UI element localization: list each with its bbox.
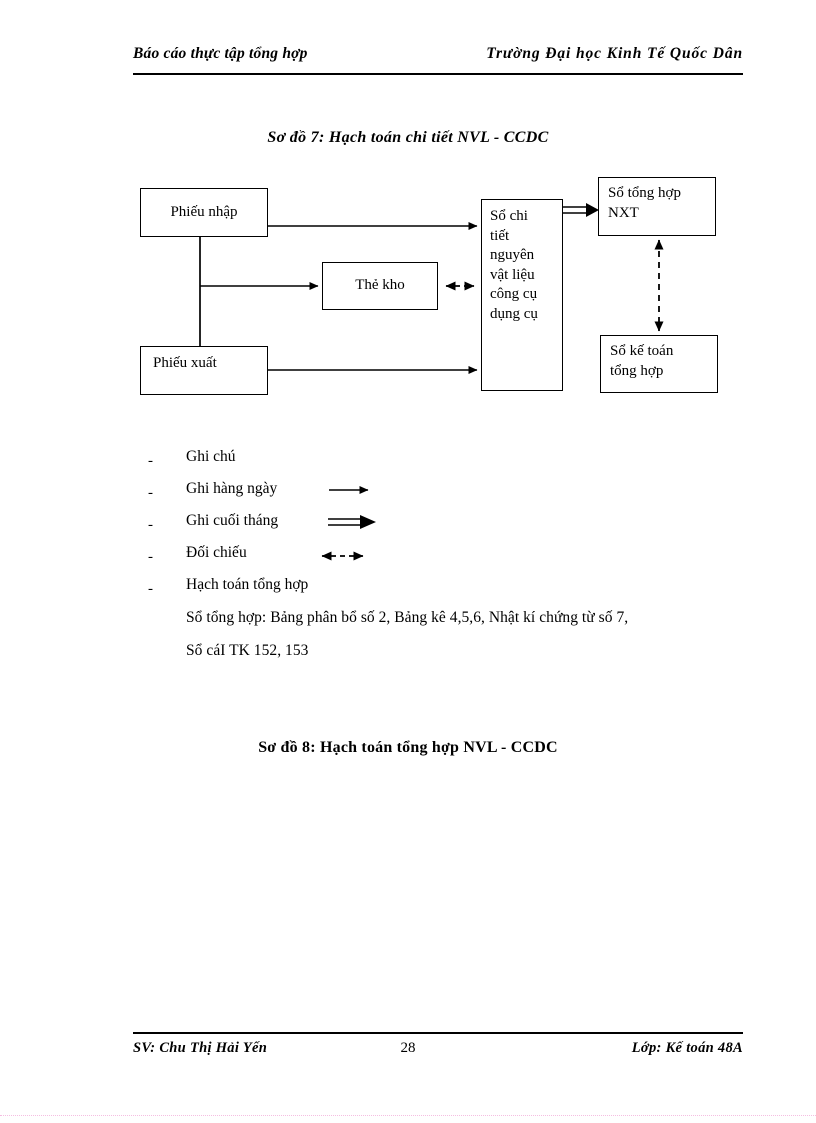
legend-item-label: Hạch toán tổng hợp [186,576,309,593]
diagram-box-phieu-nhap: Phiếu nhập [140,188,268,237]
header-right-text: Trường Đại học Kinh Tế Quốc Dân [486,45,743,62]
legend-item-ghi-hang-ngay: - Ghi hàng ngày [148,480,768,512]
legend-note-line-1: Sổ tổng hợp: Bảng phân bổ số 2, Bảng kê … [186,609,629,626]
legend-item-label: Ghi hàng ngày [186,480,278,497]
legend-item-hach-toan-tong-hop: - Hạch toán tổng hợp [148,576,768,608]
footer-class-name: Lớp: Kế toán 48A [631,1040,743,1056]
legend-item-ghi-chu: - Ghi chú [148,448,768,480]
legend-note-line-2: Sổ cáI TK 152, 153 [186,642,309,659]
header-left-text: Báo cáo thực tập tổng hợp [133,45,308,62]
legend-bullet: - [148,453,153,469]
diagram-box-so-ke-toan-tong-hop: Sổ kế toán tổng hợp [600,335,718,393]
diagram-legend: - Ghi chú - Ghi hàng ngày - Ghi cuối thá… [148,448,768,659]
footer-student-name: SV: Chu Thị Hải Yến [133,1040,268,1056]
diagram-box-so-tong-hop-nxt-label: Sổ tổng hợp NXT [608,185,681,221]
legend-item-label: Ghi cuối tháng [186,512,279,529]
scan-edge-artifact [0,1115,816,1118]
diagram-8-title: Sơ đồ 8: Hạch toán tổng hợp NVL - CCDC [258,739,558,756]
legend-item-doi-chieu: - Đối chiếu [148,544,768,576]
diagram-box-so-chi-tiet-label: Sổ chi tiết nguyên vật liệu công cụ dụng… [490,208,538,322]
diagram-box-the-kho: Thẻ kho [322,262,438,310]
diagram-box-phieu-xuat: Phiếu xuất [140,346,268,395]
diagram-box-so-chi-tiet-nvl-ccdc: Sổ chi tiết nguyên vật liệu công cụ dụng… [481,199,563,391]
diagram-box-phieu-nhap-label: Phiếu nhập [170,203,238,220]
diagram-box-the-kho-label: Thẻ kho [355,277,405,294]
page-header: Báo cáo thực tập tổng hợp Trường Đại học… [133,45,743,75]
legend-bullet: - [148,485,153,501]
legend-bullet: - [148,581,153,597]
header-divider [133,73,743,75]
diagram-box-phieu-xuat-label: Phiếu xuất [153,355,217,371]
legend-bullet: - [148,517,153,533]
legend-bullet: - [148,549,153,565]
legend-item-ghi-cuoi-thang: - Ghi cuối tháng [148,512,768,544]
diagram-7-title: Sơ đồ 7: Hạch toán chi tiết NVL - CCDC [267,129,549,146]
legend-item-label: Ghi chú [186,448,236,465]
legend-item-label: Đối chiếu [186,544,247,561]
diagram-box-so-tong-hop-nxt: Sổ tổng hợp NXT [598,177,716,236]
page-number: 28 [400,1040,416,1056]
diagram-box-so-ke-toan-tong-hop-label: Sổ kế toán tổng hợp [610,343,674,379]
footer-divider [133,1032,743,1034]
